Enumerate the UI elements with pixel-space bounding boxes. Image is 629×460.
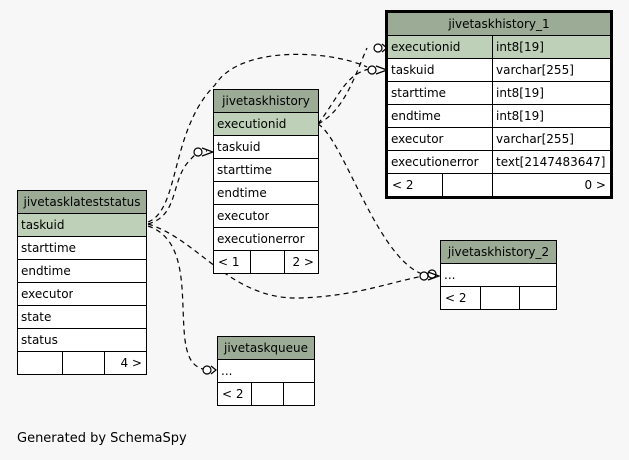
column-name: state (21, 310, 52, 324)
table-jivetaskhistory[interactable]: jivetaskhistory executionid taskuid star… (213, 89, 319, 274)
column-row: starttime (214, 159, 318, 182)
column-type: int8[19] (492, 36, 610, 58)
parents-link[interactable] (18, 352, 62, 374)
column-row: executionid (214, 113, 318, 136)
column-row: endtime (18, 260, 146, 283)
generated-by-text: Generated by SchemaSpy (17, 431, 187, 446)
parents-link[interactable]: < 2 (222, 387, 244, 401)
children-link[interactable]: 2 > (284, 251, 318, 273)
footer-spacer (442, 174, 492, 196)
footer-spacer (250, 251, 284, 273)
footer-spacer (251, 383, 283, 405)
column-row: executionerror (214, 228, 318, 251)
table-jivetaskhistory-2[interactable]: jivetaskhistory_2 ... < 2 (440, 240, 557, 310)
column-row: starttime (18, 237, 146, 260)
footer-spacer (519, 287, 556, 309)
column-name: taskuid (391, 63, 435, 77)
table-footer: < 1 2 > (214, 251, 318, 273)
column-name: executionid (391, 40, 461, 54)
column-name: ... (444, 268, 456, 282)
column-row: endtime (214, 182, 318, 205)
edge-lateststatus-to-history (147, 150, 208, 225)
column-name: executionid (217, 117, 287, 131)
parents-link[interactable]: < 2 (392, 178, 414, 192)
parents-link[interactable]: < 2 (445, 291, 467, 305)
footer-spacer (62, 352, 104, 374)
table-jivetaskhistory-1[interactable]: jivetaskhistory_1 executionid int8[19] t… (385, 10, 613, 199)
column-name: starttime (217, 163, 273, 177)
column-row: taskuid (18, 214, 146, 237)
column-type: text[2147483647] (492, 151, 610, 173)
column-name: executor (391, 132, 444, 146)
table-title[interactable]: jivetaskqueue (218, 337, 314, 360)
column-type: int8[19] (492, 82, 610, 104)
crowfoot-circle (193, 147, 203, 157)
table-jivetasklateststatus[interactable]: jivetasklateststatus taskuid starttime e… (17, 190, 147, 375)
crowfoot-circle (373, 43, 383, 53)
table-footer: < 2 (218, 383, 314, 405)
parents-link[interactable]: < 1 (218, 255, 240, 269)
column-name: status (21, 333, 58, 347)
children-link[interactable]: 0 > (492, 174, 610, 196)
column-row: starttime int8[19] (388, 82, 610, 105)
column-row: taskuid varchar[255] (388, 59, 610, 82)
column-row: executionerror text[2147483647] (388, 151, 610, 174)
table-footer: < 2 0 > (388, 174, 610, 196)
column-name: taskuid (217, 140, 261, 154)
column-name: starttime (21, 241, 77, 255)
table-footer: < 2 (441, 287, 556, 309)
column-row: ... (441, 264, 556, 287)
column-type: varchar[255] (492, 59, 610, 81)
column-name: endtime (217, 186, 267, 200)
table-title[interactable]: jivetaskhistory_1 (388, 13, 610, 36)
column-type: int8[19] (492, 105, 610, 127)
column-name: executionerror (391, 155, 479, 169)
children-link[interactable]: 4 > (104, 352, 146, 374)
column-type: varchar[255] (492, 128, 610, 150)
column-row: executor (18, 283, 146, 306)
table-jivetaskqueue[interactable]: jivetaskqueue ... < 2 (217, 336, 315, 406)
column-name: executionerror (217, 232, 305, 246)
column-row: executionid int8[19] (388, 36, 610, 59)
column-row: state (18, 306, 146, 329)
footer-spacer (283, 383, 314, 405)
crowfoot-circle (367, 65, 377, 75)
table-title[interactable]: jivetasklateststatus (18, 191, 146, 214)
edge-history-to-history1-executionid (317, 47, 368, 125)
column-row: executor varchar[255] (388, 128, 610, 151)
edge-lateststatus-to-history2 (147, 223, 431, 299)
column-row: ... (218, 360, 314, 383)
column-name: taskuid (21, 218, 65, 232)
edge-lateststatus-to-queue (147, 225, 208, 371)
table-footer: 4 > (18, 352, 146, 374)
column-name: ... (221, 364, 233, 378)
column-row: status (18, 329, 146, 352)
crowfoot-circle (202, 365, 212, 375)
table-title[interactable]: jivetaskhistory_2 (441, 241, 556, 264)
column-row: endtime int8[19] (388, 105, 610, 128)
footer-spacer (480, 287, 519, 309)
column-name: endtime (21, 264, 71, 278)
edge-lateststatus-to-history1 (147, 53, 368, 223)
column-row: executor (214, 205, 318, 228)
column-row: taskuid (214, 136, 318, 159)
column-name: endtime (391, 109, 441, 123)
column-name: executor (217, 209, 270, 223)
edge-history-to-history1-taskuid (317, 68, 370, 125)
column-name: executor (21, 287, 74, 301)
edge-history-to-history2 (317, 123, 431, 277)
table-title[interactable]: jivetaskhistory (214, 90, 318, 113)
column-name: starttime (391, 86, 447, 100)
crowfoot-circle (419, 271, 429, 281)
